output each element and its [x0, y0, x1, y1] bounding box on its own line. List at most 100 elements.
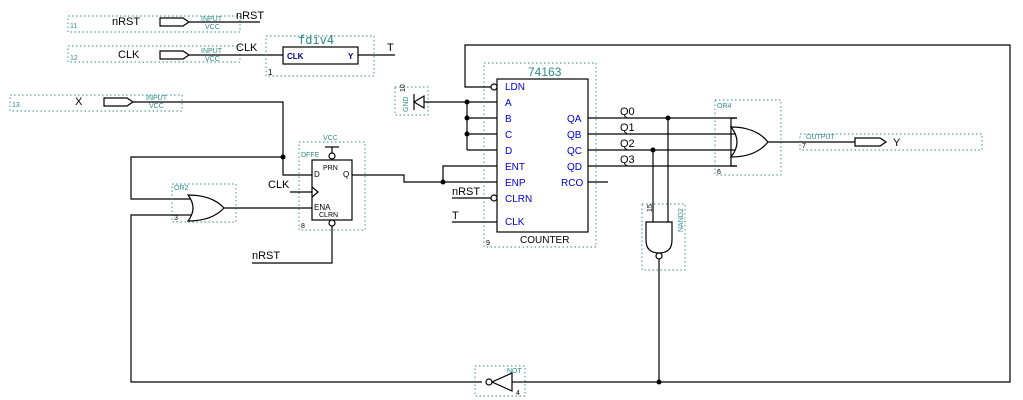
ldn-bubble: [490, 83, 498, 91]
junction: [440, 179, 446, 185]
pin-qc: QC: [567, 146, 582, 157]
gate-number: 3: [174, 215, 178, 222]
gnd-triangle: [412, 94, 425, 110]
pin-frame: [9, 94, 183, 112]
pin-ent: ENT: [505, 162, 525, 173]
junction: [464, 99, 470, 105]
net-q1: Q1: [620, 122, 635, 134]
prn-bubble: [328, 152, 336, 160]
input-pin-symbol: [103, 97, 135, 107]
counter-name: COUNTER: [520, 235, 569, 246]
block-frame: [265, 35, 375, 77]
gate-number: 4: [516, 390, 520, 397]
input-pin-symbol: [159, 50, 191, 60]
or2-gate[interactable]: OR2 3: [171, 183, 237, 223]
wire: [730, 157, 737, 167]
or4-gate[interactable]: OR4 6: [714, 99, 782, 176]
pin-rco: RCO: [561, 178, 583, 189]
output-pin-y[interactable]: OUTPUT 7 Y: [799, 133, 983, 151]
block-number: 1: [268, 68, 273, 77]
pin-type: INPUT: [201, 16, 223, 23]
gate-frame: [641, 203, 686, 271]
ff-number: 8: [301, 223, 305, 230]
input-pin-nrst[interactable]: 11 nRST INPUT VCC nRST: [67, 10, 264, 33]
fdiv4-block[interactable]: fdiv4 CLK Y 1 T: [265, 33, 395, 77]
pin-enp: ENP: [505, 178, 526, 189]
pin-d: D: [505, 146, 512, 157]
ff-q: Q: [343, 170, 349, 179]
pin-qb: QB: [567, 130, 582, 141]
wire-q-to-ent: [442, 165, 497, 182]
net-label: CLK: [236, 42, 258, 54]
pin-sub: VCC: [205, 56, 220, 63]
ff-title: DFFE: [301, 152, 320, 159]
pin-c: C: [505, 130, 512, 141]
pin-type: OUTPUT: [806, 134, 836, 141]
pin-clk: CLK: [505, 217, 525, 228]
counter-74163[interactable]: 74163 LDN A B C D ENT ENP CLRN CLK QA QB…: [483, 62, 597, 248]
ff-body: [311, 159, 353, 221]
pin-qd: QD: [567, 162, 582, 173]
pin-type: INPUT: [146, 95, 168, 102]
ff-d: D: [314, 170, 320, 179]
net-q3: Q3: [620, 154, 635, 166]
net-q2: Q2: [620, 138, 635, 150]
nand2-gate[interactable]: NAND2 15: [641, 203, 686, 271]
input-pin-clk[interactable]: 12 CLK INPUT VCC CLK: [67, 42, 283, 63]
output-pin-symbol: [854, 137, 888, 147]
gate-number: 15: [647, 204, 654, 212]
pin-name: X: [75, 96, 83, 108]
pin-name: CLK: [118, 49, 140, 61]
junction: [464, 115, 470, 121]
gate-frame: [171, 183, 237, 223]
wire: [730, 117, 737, 127]
wire-feedback-loop: [130, 214, 482, 383]
ff-vcc: VCC: [323, 135, 338, 142]
counter-clk-net: T: [452, 210, 459, 222]
pin-name: nRST: [112, 16, 140, 28]
pin-frame: [67, 45, 241, 63]
gnd-label: GND: [403, 96, 410, 112]
input-pin-x[interactable]: 13 X INPUT VCC: [9, 94, 183, 112]
wire-x-to-or2: [130, 156, 283, 200]
not-bubble: [485, 378, 493, 386]
junction: [464, 131, 470, 137]
gate-title: OR2: [174, 185, 189, 192]
ff-clrn: CLRN: [319, 212, 338, 219]
pin-a: A: [505, 98, 512, 109]
gate-title: NAND2: [678, 208, 685, 232]
or4-body: [729, 126, 769, 158]
gate-frame: [714, 99, 782, 176]
pin-ldn: LDN: [505, 82, 525, 93]
gnd-frame: [394, 86, 429, 116]
counter-title: 74163: [528, 65, 562, 79]
pin-number: 7: [802, 143, 806, 150]
junction: [280, 154, 286, 160]
pin-name: Y: [893, 137, 901, 149]
wire-ff-clrn: [252, 226, 333, 264]
pin-number: 11: [70, 23, 77, 30]
junction: [650, 147, 656, 153]
pin-qa: QA: [567, 114, 582, 125]
counter-number: 9: [486, 240, 490, 247]
pin-number: 13: [12, 102, 20, 109]
gnd-symbol: GND 10: [394, 84, 429, 116]
counter-frame: [483, 62, 597, 248]
not-gate[interactable]: NOT 4: [474, 365, 527, 397]
pin-type: INPUT: [201, 48, 223, 55]
nand2-body: [645, 221, 673, 254]
counter-body: [496, 78, 589, 233]
clrn-bubble: [328, 219, 336, 227]
nand2-bubble: [655, 252, 663, 260]
wire-q-to-enp: [352, 174, 497, 183]
ff-ena: ENA: [314, 203, 331, 212]
pin-clrn: CLRN: [505, 194, 532, 205]
block-out-pin: Y: [348, 52, 354, 61]
clk-triangle: [311, 186, 319, 198]
wire-nand-to-ldn: [464, 44, 1011, 383]
pin-sub: VCC: [149, 103, 164, 110]
gate-frame: [474, 365, 526, 397]
dffe-flipflop[interactable]: VCC DFFE 8 PRN D Q ENA CLRN: [298, 135, 366, 231]
block-in-pin: CLK: [287, 52, 304, 61]
